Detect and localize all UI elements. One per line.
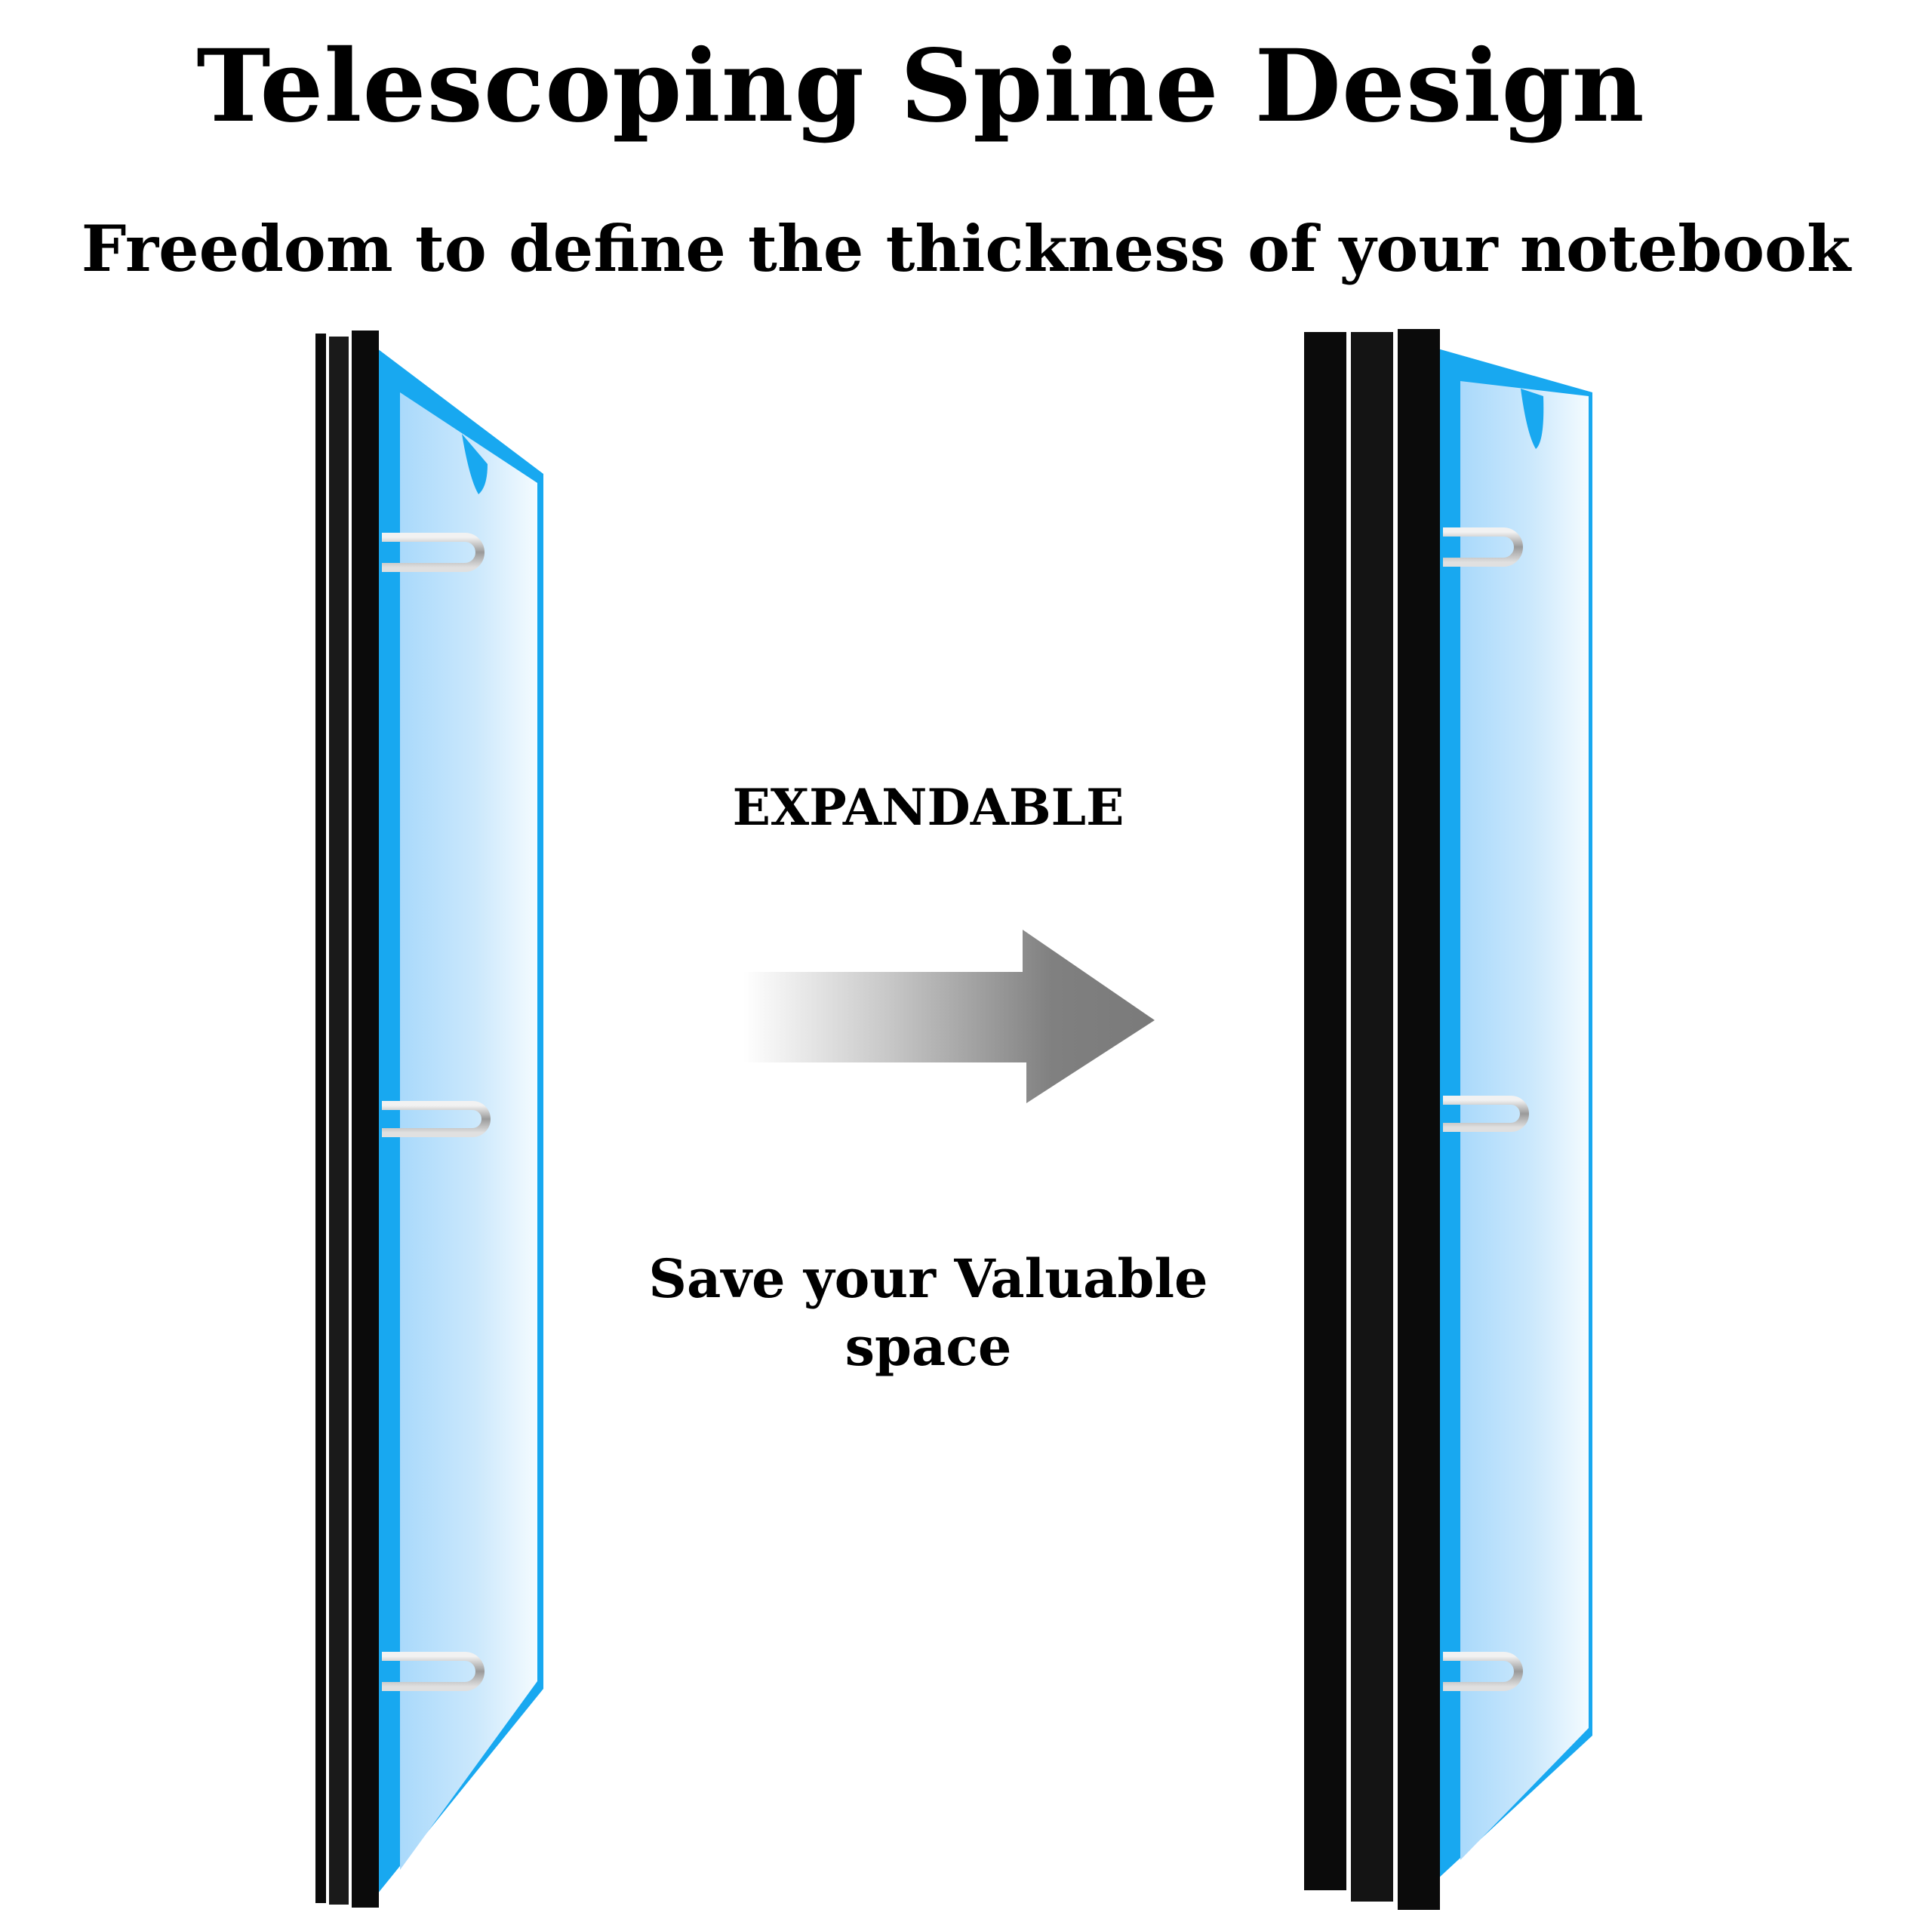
ring-icon (1443, 1652, 1523, 1691)
binder-expanded (1304, 329, 1592, 1910)
ring-icon (382, 533, 485, 572)
expand-arrow-icon (743, 930, 1155, 1103)
binder-expanded-tab-notch (1521, 389, 1544, 449)
ring-icon (382, 1652, 485, 1691)
save-space-label: Save your Valuable space (648, 1247, 1208, 1378)
binder-expanded-rings (1443, 527, 1529, 1691)
binder-closed-spine-mid (329, 337, 349, 1905)
binder-closed-tab-notch (462, 434, 488, 494)
expandable-label: EXPANDABLE (732, 778, 1124, 837)
binder-expanded-spine-outer (1304, 332, 1346, 1890)
ring-icon (1443, 527, 1523, 567)
binder-closed-spine-inner (352, 331, 379, 1908)
binder-expanded-spine-inner (1398, 329, 1440, 1910)
ring-icon (1443, 1096, 1529, 1132)
page-subtitle: Freedom to define the thickness of your … (81, 211, 1851, 286)
binder-closed-spine-outer (315, 334, 326, 1903)
binder-closed (315, 331, 543, 1908)
ring-icon (382, 1101, 491, 1137)
binder-expanded-spine-mid (1351, 332, 1393, 1902)
binder-closed-rings (382, 533, 491, 1691)
page-title: Telescoping Spine Design (196, 28, 1645, 145)
